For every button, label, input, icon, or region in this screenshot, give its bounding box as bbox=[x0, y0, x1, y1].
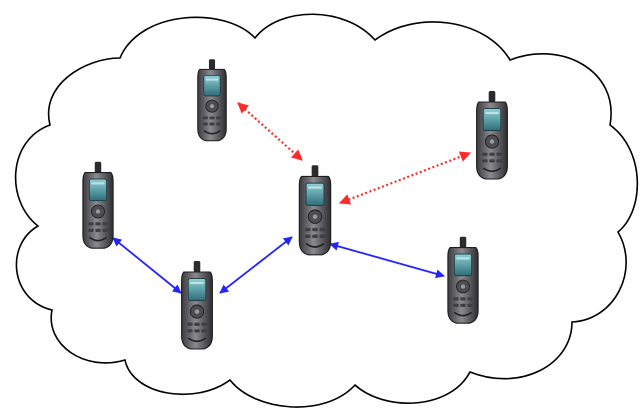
device-left-icon bbox=[82, 160, 114, 250]
dotted-link-top-left-to-center bbox=[237, 102, 303, 161]
device-right-upper-icon bbox=[475, 90, 509, 180]
links bbox=[112, 102, 472, 294]
dotted-link-center-to-right-upper bbox=[338, 151, 472, 205]
solid-link-bottom-center-to-center bbox=[219, 236, 293, 294]
device-bottom-center-icon bbox=[180, 260, 214, 350]
device-right-lower-icon bbox=[447, 235, 479, 325]
device-center-icon bbox=[298, 164, 332, 256]
solid-link-left-to-bottom-center bbox=[112, 237, 182, 294]
device-top-left-icon bbox=[196, 58, 228, 142]
solid-link-center-to-right-lower bbox=[329, 241, 445, 279]
